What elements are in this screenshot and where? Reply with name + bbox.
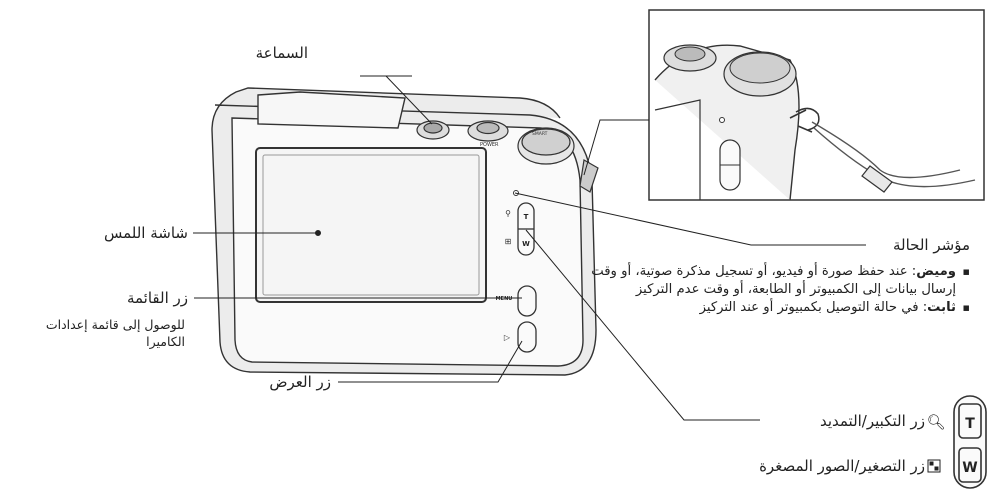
rocker-t-label: T (524, 213, 529, 221)
label-menu-button: زر القائمة (126, 289, 188, 307)
menu-marking: MENU (496, 296, 513, 302)
zoom-in-icon: ⚲ (505, 209, 511, 218)
status-state-blinking: وميض: عند حفظ صورة أو فيديو، أو تسجيل مذ… (575, 263, 970, 299)
smart-marking: SMART (532, 131, 548, 137)
label-playback-button: زر العرض (269, 373, 331, 391)
label-status-indicator: مؤشر الحالة (893, 236, 970, 254)
label-strap-eyelet: السماعة (255, 44, 308, 62)
strap-inset (648, 9, 985, 201)
leader-lines (193, 75, 866, 421)
label-zoom-out-button: زر التصغير/الصور المصغرة (759, 457, 925, 475)
status-state-desc: : عند حفظ صورة أو فيديو، أو تسجيل مذكرة … (591, 264, 956, 297)
status-state-desc: : في حالة التوصيل بكمبيوتر أو عند التركي… (699, 300, 928, 315)
status-state-steady: ثابت: في حالة التوصيل بكمبيوتر أو عند ال… (575, 299, 970, 317)
play-icon: ▷ (504, 333, 511, 342)
thumbnail-grid-icon (927, 459, 941, 473)
status-state-term: ثابت (927, 300, 956, 315)
zoom-magnifier-icon: 🔍︎ (926, 413, 945, 431)
status-state-term: وميض (916, 264, 956, 279)
legend-rocker (953, 395, 987, 489)
playback-button-shape (517, 321, 537, 353)
touch-screen-display (255, 147, 487, 303)
zoom-rocker (517, 202, 535, 256)
label-menu-button-desc-1: للوصول إلى قائمة إعدادات (45, 317, 185, 332)
label-touch-screen: شاشة اللمس (103, 224, 188, 242)
rocker-w-label: W (522, 240, 530, 248)
top-controls (416, 120, 599, 193)
legend-t-label: T (965, 416, 975, 432)
thumbnail-icon: ⊞ (505, 237, 512, 246)
label-menu-button-desc-2: الكاميرا (146, 334, 185, 349)
label-zoom-in-button: زر التكبير/التمديد (819, 412, 925, 430)
menu-button-shape (517, 285, 537, 317)
legend-w-label: W (962, 460, 977, 476)
power-marking: POWER (480, 142, 499, 148)
status-indicator-states: وميض: عند حفظ صورة أو فيديو، أو تسجيل مذ… (575, 263, 970, 317)
